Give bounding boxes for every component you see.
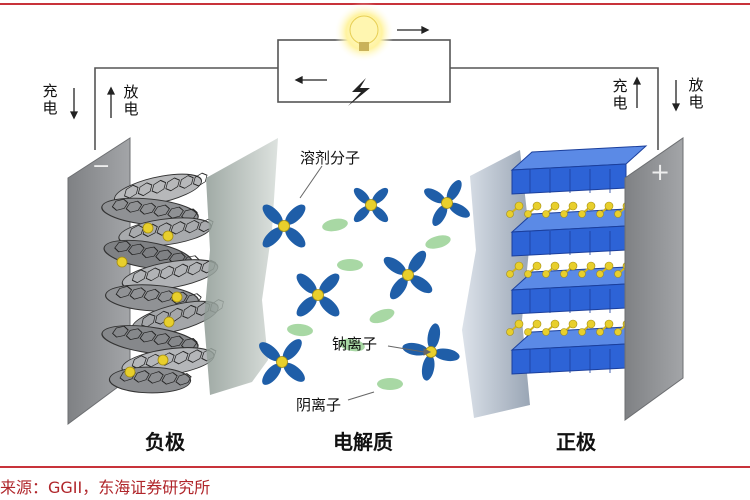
- anion-ellipse: [322, 218, 348, 232]
- solvent-molecule: [262, 204, 306, 248]
- sodium-ion-dot: [278, 220, 290, 232]
- bottom-rule: [0, 466, 750, 468]
- source-note: 来源：GGII，东海证券研究所: [0, 478, 211, 497]
- arrow-right-icon: [397, 25, 430, 35]
- anion-label: 阴离子: [296, 396, 342, 414]
- sodium-ion-dot: [312, 289, 324, 301]
- negative-electrode-label: 负极: [145, 430, 185, 454]
- anode-graphite-layers: [101, 172, 224, 394]
- solvent-molecule: [402, 323, 460, 381]
- sodium-ion-dot: [441, 197, 453, 209]
- electrolyte-particles: [259, 180, 470, 390]
- charge-label-left: 充电: [42, 82, 58, 117]
- anion-ellipse: [377, 378, 403, 390]
- solvent-molecule-label: 溶剂分子: [300, 149, 361, 167]
- charge-label-right: 充电: [612, 77, 628, 112]
- solvent-molecule: [383, 250, 433, 300]
- arrow-left-icon: [294, 75, 327, 85]
- arrow-down-icon: [671, 80, 681, 112]
- arrow-down-icon: [69, 88, 79, 120]
- electrolyte-label: 电解质: [333, 430, 393, 454]
- anion-ellipse: [339, 338, 365, 352]
- lightning-icon: [348, 78, 370, 106]
- sodium-ion-label: 钠离子: [332, 335, 378, 353]
- positive-electrode-plate: [624, 137, 684, 421]
- solvent-molecule: [296, 273, 340, 317]
- top-rule: [0, 3, 750, 5]
- graphite-sheet: [101, 325, 199, 355]
- sodium-ion-dot: [124, 366, 136, 378]
- sodium-ion-dot: [163, 316, 175, 328]
- sodium-pointer: [387, 345, 432, 356]
- anion-pointer: [347, 391, 375, 401]
- arrow-up-icon: [106, 86, 116, 118]
- cathode-layer: [510, 145, 648, 195]
- sodium-ion-dot: [365, 199, 377, 211]
- anode-separator: [204, 138, 278, 395]
- discharge-label-left: 放电: [123, 83, 139, 118]
- anion-ellipse: [337, 259, 363, 271]
- anion-ellipse: [369, 308, 395, 324]
- sodium-ion-dot: [402, 269, 414, 281]
- plus-sign: +: [650, 158, 671, 186]
- sodium-ion-dot: [142, 222, 154, 234]
- solvent-molecule: [424, 180, 470, 226]
- light-bulb-icon: [334, 2, 394, 62]
- solvent-molecule: [353, 187, 389, 223]
- sodium-ion-dot: [116, 256, 128, 268]
- sodium-chain: [506, 201, 632, 218]
- anion-ellipse: [287, 323, 313, 337]
- solvent-pointer: [299, 165, 323, 199]
- discharge-label-right: 放电: [688, 76, 704, 111]
- sodium-ion-dot: [162, 230, 174, 242]
- sodium-ion-dot: [171, 291, 183, 303]
- sodium-ion-dot: [276, 356, 288, 368]
- anion-ellipse: [425, 235, 451, 249]
- minus-sign: −: [92, 154, 111, 179]
- solvent-molecule: [259, 339, 305, 385]
- positive-electrode-label: 正极: [556, 430, 596, 454]
- arrow-up-icon: [632, 76, 642, 108]
- sodium-ion-dot: [157, 354, 169, 366]
